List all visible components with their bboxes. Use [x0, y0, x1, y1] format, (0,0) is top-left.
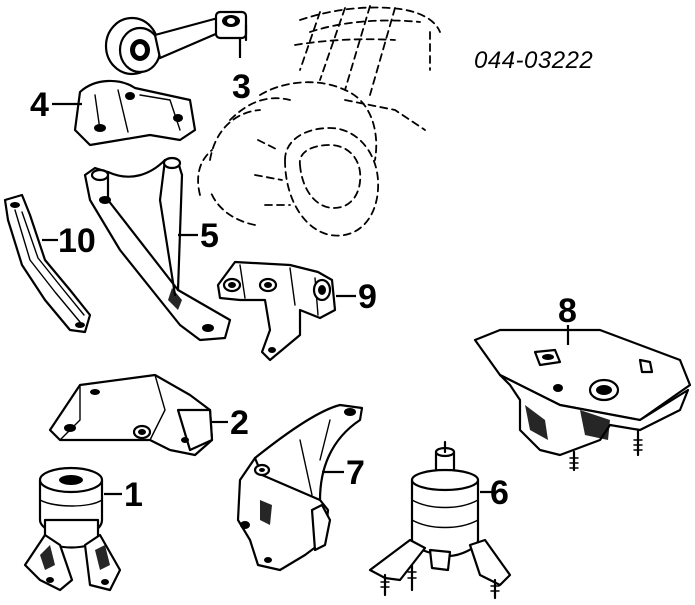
mount-bracket-lower-icon [48, 373, 214, 457]
callout-label-5: 5 [200, 217, 219, 255]
part-6-engine-mount-rubber-studs[interactable]: 6 [368, 440, 512, 600]
callout-label-8: 8 [558, 292, 577, 330]
part-4-mount-bracket-upper[interactable]: 4 [30, 79, 197, 147]
diagram-code: 044-03222 [474, 47, 593, 74]
engine-mount-rubber-studs-icon [368, 440, 512, 600]
part-3-torque-rod[interactable]: 3 [104, 10, 251, 106]
part-5-triangular-bracket[interactable]: 5 [83, 156, 232, 342]
callout-label-1: 1 [124, 476, 143, 514]
mount-bracket-upper-icon [73, 79, 197, 147]
engine-outline-dashed [197, 5, 441, 237]
engine-mount-rubber-icon [23, 466, 122, 592]
callout-label-7: 7 [346, 454, 365, 492]
callout-label-4: 4 [30, 86, 49, 124]
part-10-strap-bracket[interactable]: 10 [3, 193, 96, 334]
triangular-bracket-icon [83, 156, 232, 342]
callout-label-2: 2 [230, 404, 249, 442]
callout-label-9: 9 [358, 278, 377, 316]
part-8-transmission-mount[interactable]: 8 [473, 292, 692, 472]
part-1-engine-mount-rubber[interactable]: 1 [23, 466, 143, 592]
callout-label-6: 6 [490, 474, 509, 512]
mount-bracket-side-icon [216, 260, 337, 362]
callout-label-10: 10 [58, 222, 96, 260]
transmission-mount-icon [473, 328, 692, 472]
curved-mount-bracket-icon [236, 403, 364, 572]
part-2-mount-bracket-lower[interactable]: 2 [48, 373, 249, 457]
strap-bracket-icon [3, 193, 92, 334]
callout-label-3: 3 [232, 68, 251, 106]
part-7-curved-mount-bracket[interactable]: 7 [236, 403, 365, 572]
part-9-mount-bracket-side[interactable]: 9 [216, 260, 377, 362]
torque-rod-icon [104, 10, 248, 76]
